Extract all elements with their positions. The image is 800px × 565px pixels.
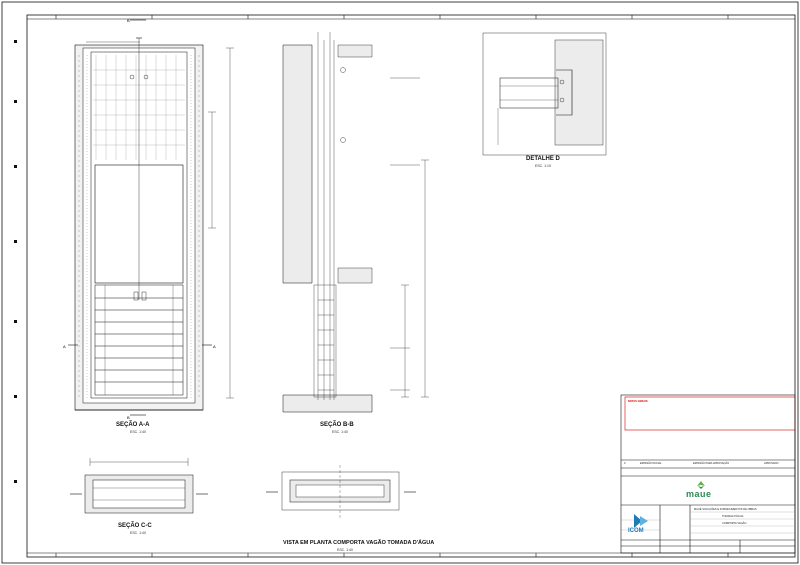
aa-gate-panels (94, 284, 184, 396)
title-block-rule-lines (621, 511, 795, 534)
title-block-frame (620, 394, 796, 554)
revision-number: 0 (624, 462, 626, 465)
view-title-secao-bb: SEÇÃO B-B (320, 422, 354, 428)
section-aa-drawing (68, 19, 234, 416)
revision-description-left: EMISSÃO INICIAL (640, 462, 662, 465)
section-marker-b-top: B (127, 18, 130, 23)
view-scale-secao-bb: ESC. 1:40 (332, 430, 348, 434)
section-marker-a-right: A (213, 344, 216, 349)
title-block-document: COMPORTA VAGÃO (722, 522, 747, 525)
maue-logo-icon (697, 481, 705, 489)
revision-status: APROVADO (764, 462, 779, 465)
view-title-detalhe-d: DETALHE D (526, 156, 560, 162)
border-zone-marks (14, 40, 17, 483)
border-ticks (55, 15, 729, 557)
aa-dimensions (86, 41, 234, 399)
title-block-item: TOMADA D'ÁGUA (722, 515, 744, 518)
view-scale-vista-planta: ESC. 1:40 (337, 548, 353, 552)
icom-logo-icon (634, 514, 648, 528)
revision-description: EMISSÃO PARA APROVAÇÃO (693, 462, 730, 465)
plan-view-drawing (266, 465, 416, 520)
detail-d-drawing (482, 32, 607, 156)
icom-brand-text: ICOM (628, 528, 644, 534)
aa-cut-marks (68, 19, 212, 416)
title-block-project: MAUÉ SOLUÇÕES E FORNECIMENTOS DE OBRAS (694, 508, 757, 511)
view-scale-secao-aa: ESC. 1:40 (130, 430, 146, 434)
view-scale-detalhe-d: ESC. 1:10 (535, 164, 551, 168)
bb-gate-rungs (318, 299, 334, 391)
section-marker-a-left: A (63, 344, 66, 349)
section-bb-drawing (282, 32, 429, 413)
view-title-vista-planta: VISTA EM PLANTA COMPORTA VAGÃO TOMADA D'… (283, 540, 435, 546)
notes-heading: NOTAS GERAIS (628, 400, 648, 403)
view-title-secao-aa: SEÇÃO A-A (116, 422, 150, 428)
section-marker-b-bottom: B (127, 415, 130, 420)
view-scale-secao-cc: ESC. 1:40 (130, 531, 146, 535)
view-title-secao-cc: SEÇÃO C-C (118, 523, 152, 529)
maue-brand-text: maue (686, 489, 712, 499)
section-cc-drawing (70, 458, 208, 514)
sheet-inner-border (26, 14, 796, 558)
